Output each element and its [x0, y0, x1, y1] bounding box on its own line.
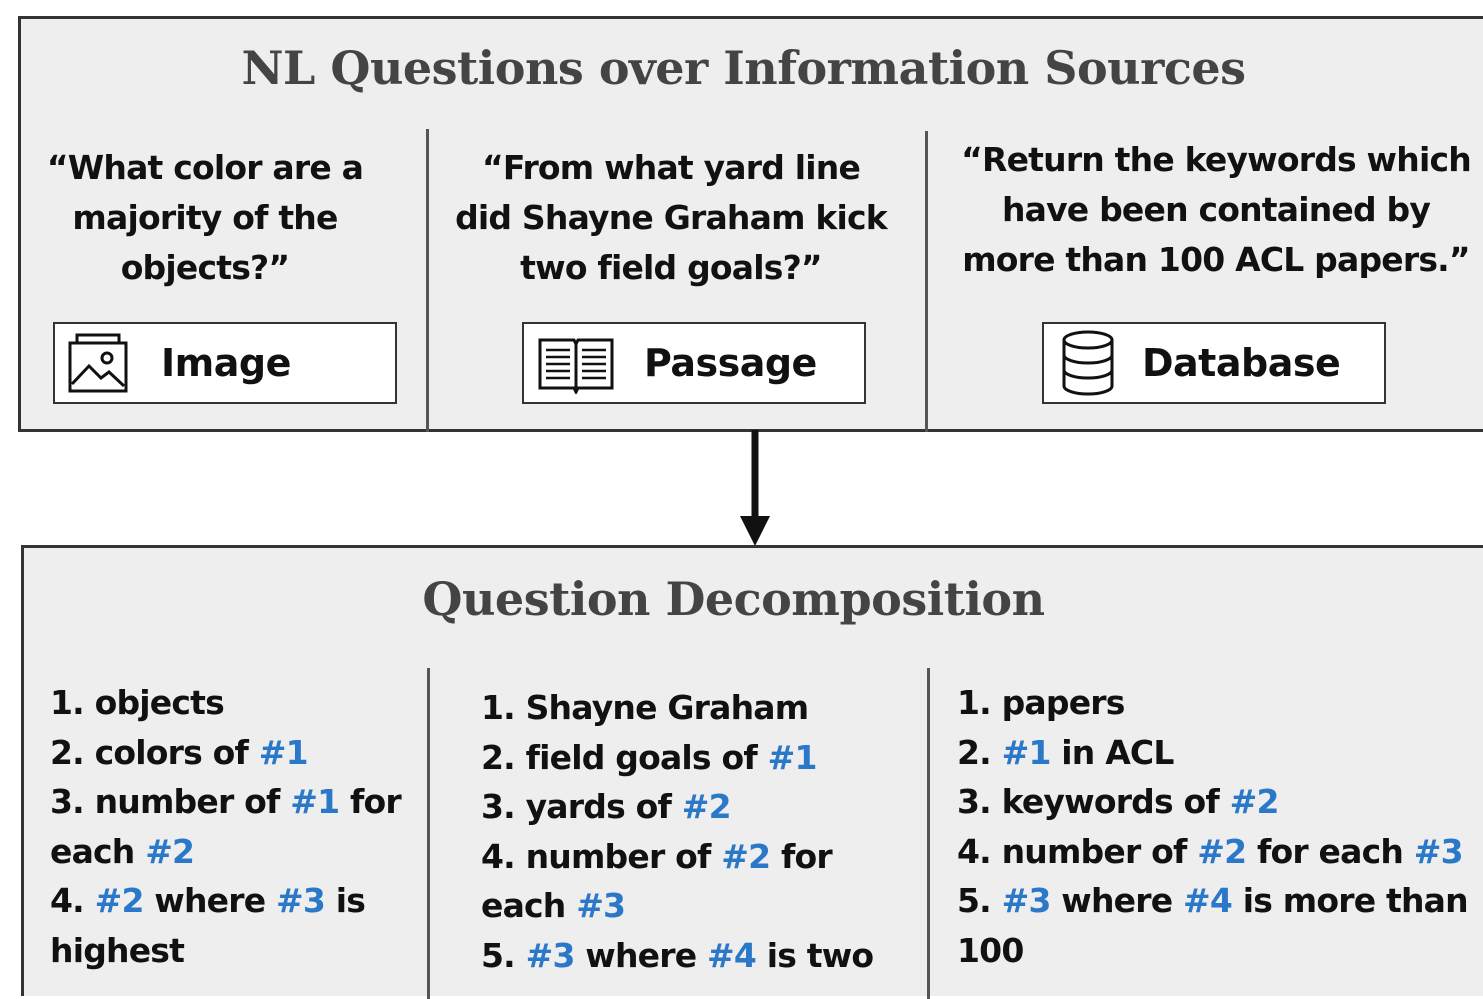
decomposition-step-line: 100 — [957, 926, 1468, 976]
source-database: Database — [1042, 322, 1386, 404]
book-icon — [538, 338, 614, 394]
step-text: where — [143, 881, 277, 920]
step-text: 4. number of — [957, 831, 1198, 871]
question-passage: “From what yard line did Shayne Graham k… — [441, 143, 901, 293]
step-text: each — [481, 886, 577, 925]
step-reference: #3 — [1413, 831, 1464, 871]
step-text: for — [339, 782, 402, 821]
decomposition-step-line: 1. Shayne Graham — [481, 683, 873, 733]
step-text: 100 — [957, 930, 1024, 970]
step-text: 2. — [957, 732, 1002, 772]
question-database: “Return the keywords which have been con… — [951, 135, 1481, 285]
question-line: objects?” — [120, 248, 290, 287]
source-label: Image — [161, 341, 291, 385]
step-text: is two — [756, 935, 874, 975]
step-reference: #1 — [1001, 732, 1052, 772]
decomposition-step-line: 2. field goals of #1 — [481, 733, 873, 783]
step-text: each — [50, 831, 146, 871]
step-text: 5. — [957, 881, 1002, 920]
decomposition-step-line: each #3 — [481, 881, 873, 931]
source-image: Image — [53, 322, 397, 404]
step-text: is — [325, 881, 366, 920]
decomposition-step-line: 3. yards of #2 — [481, 782, 873, 832]
database-icon — [1062, 330, 1114, 396]
question-line: “From what yard line — [481, 148, 861, 187]
sources-title: NL Questions over Information Sources — [241, 41, 1246, 95]
decomposition-step-line: each #2 — [50, 827, 401, 877]
step-text: 3. yards of — [481, 787, 682, 826]
decomposition-step-line: 4. number of #2 for each #3 — [957, 827, 1468, 877]
step-text: where — [1050, 881, 1184, 920]
decomposition-step-line: 5. #3 where #4 is two — [481, 931, 874, 981]
question-image: “What color are a majority of the object… — [31, 143, 379, 293]
step-text: 1. objects — [50, 683, 225, 722]
step-text: for — [770, 836, 833, 876]
source-label: Passage — [644, 341, 817, 385]
step-reference: #1 — [258, 732, 309, 772]
step-reference: #1 — [290, 782, 340, 821]
decomposition-step-line: 4. #2 where #3 is — [50, 876, 401, 926]
step-reference: #1 — [767, 737, 818, 777]
step-text: 1. Shayne Graham — [481, 688, 809, 727]
column-divider — [925, 131, 928, 432]
source-label: Database — [1142, 341, 1341, 385]
step-reference: #2 — [721, 836, 771, 876]
decomposition-step-line: 1. objects — [50, 678, 401, 728]
sources-panel: NL Questions over Information Sources “W… — [18, 16, 1483, 432]
step-text: 4. number of — [481, 836, 722, 876]
column-divider — [427, 668, 430, 999]
step-text: 3. keywords of — [957, 782, 1230, 821]
step-text: 5. — [481, 935, 526, 975]
decomposition-step-line: 3. number of #1 for — [50, 777, 402, 827]
step-reference: #4 — [1183, 881, 1233, 920]
step-text: 3. number of — [50, 782, 291, 821]
decomposition-step-line: 3. keywords of #2 — [957, 777, 1468, 827]
question-line: more than 100 ACL papers.” — [962, 240, 1470, 279]
step-reference: #3 — [576, 886, 626, 925]
step-text: is more than — [1232, 881, 1469, 920]
decomposition-panel: Question Decomposition 1. objects 2. colo… — [21, 545, 1483, 999]
column-divider — [927, 668, 930, 999]
decomposition-step-line: highest — [50, 926, 401, 976]
step-reference: #2 — [1197, 831, 1247, 871]
step-reference: #2 — [94, 881, 145, 920]
decomposition-step-line: 2. #1 in ACL — [957, 728, 1468, 778]
question-line: did Shayne Graham kick — [455, 198, 888, 237]
down-arrow-icon — [740, 430, 770, 546]
decomposition-step-line: 1. papers — [957, 678, 1468, 728]
step-text: 1. papers — [957, 683, 1125, 722]
step-reference: #2 — [145, 831, 195, 871]
step-text: 4. — [50, 881, 95, 920]
source-passage: Passage — [522, 322, 866, 404]
step-reference: #4 — [707, 935, 757, 975]
step-reference: #2 — [681, 787, 732, 826]
column-divider — [426, 129, 429, 432]
step-reference: #3 — [1001, 881, 1052, 920]
step-reference: #3 — [276, 881, 326, 920]
step-text: in ACL — [1050, 732, 1174, 772]
question-line: two field goals?” — [520, 248, 822, 287]
image-icon — [68, 333, 128, 393]
step-text: 2. colors of — [50, 732, 259, 772]
question-line: “Return the keywords which — [961, 140, 1472, 179]
question-line: majority of the — [72, 198, 338, 237]
step-text: where — [574, 935, 708, 975]
decomposition-step-line: 4. number of #2 for — [481, 832, 873, 882]
step-reference: #2 — [1229, 782, 1280, 821]
decomposition-step-line: 2. colors of #1 — [50, 728, 401, 778]
question-line: have been contained by — [1001, 190, 1431, 229]
step-text: highest — [50, 930, 185, 970]
question-line: “What color are a — [46, 148, 364, 187]
step-reference: #3 — [525, 935, 576, 975]
decomposition-title: Question Decomposition — [422, 572, 1045, 626]
decomposition-step-line: 5. #3 where #4 is more than — [957, 876, 1469, 926]
step-text: 2. field goals of — [481, 737, 768, 777]
step-text: for each — [1246, 831, 1414, 871]
